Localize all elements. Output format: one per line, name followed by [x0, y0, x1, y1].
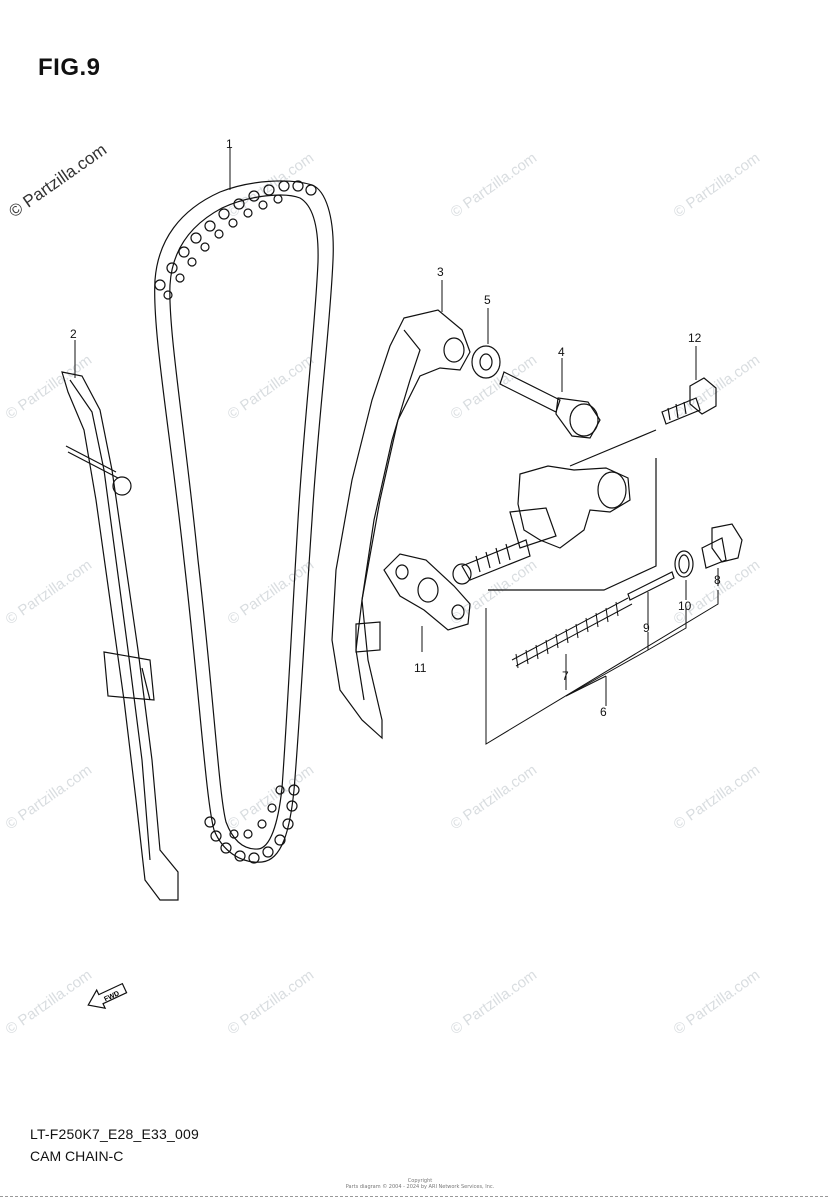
- callout-labels: 1 2 3 4 5 6 7 8 9 10 11 12: [70, 137, 721, 719]
- callout-9[interactable]: 9: [643, 621, 650, 635]
- watermark: © Partzilla.com: [225, 966, 318, 1038]
- part-washer[interactable]: [471, 345, 501, 379]
- figure-name: CAM CHAIN-C: [30, 1148, 124, 1164]
- watermark: © Partzilla.com: [225, 351, 318, 423]
- copyright-line: Parts diagram © 2004 - 2024 by ARI Netwo…: [345, 1184, 495, 1190]
- part-bolt[interactable]: [499, 371, 601, 439]
- callout-1[interactable]: 1: [226, 137, 233, 151]
- watermark: © Partzilla.com: [3, 966, 96, 1038]
- callout-8[interactable]: 8: [714, 573, 721, 587]
- watermark: © Partzilla.com: [671, 761, 764, 833]
- watermark: © Partzilla.com: [448, 351, 541, 423]
- watermark: © Partzilla.com: [3, 761, 96, 833]
- fwd-arrow-icon: FWD: [87, 982, 128, 1010]
- leader-lines: [74, 148, 719, 745]
- callout-2[interactable]: 2: [70, 327, 77, 341]
- callout-12[interactable]: 12: [688, 331, 702, 345]
- watermark-layer: © Partzilla.com © Partzilla.com © Partzi…: [3, 140, 764, 1038]
- part-tensioner-assembly[interactable]: [452, 429, 657, 591]
- chain-links-bottom: [204, 784, 300, 864]
- callout-7[interactable]: 7: [562, 669, 569, 683]
- callout-3[interactable]: 3: [437, 265, 444, 279]
- watermark: © Partzilla.com: [671, 966, 764, 1038]
- part-cap-bolt[interactable]: [701, 523, 743, 569]
- callout-4[interactable]: 4: [558, 345, 565, 359]
- figure-code: LT-F250K7_E28_E33_009: [30, 1126, 199, 1142]
- watermark: © Partzilla.com: [448, 761, 541, 833]
- watermark-main: © Partzilla.com: [5, 140, 110, 221]
- callout-11[interactable]: 11: [414, 661, 427, 675]
- watermark: © Partzilla.com: [448, 149, 541, 221]
- callout-5[interactable]: 5: [484, 293, 491, 307]
- part-tensioner-arm[interactable]: [331, 309, 471, 740]
- watermark: © Partzilla.com: [671, 556, 764, 628]
- watermark: © Partzilla.com: [225, 556, 318, 628]
- copyright-notice: Copyright Parts diagram © 2004 - 2024 by…: [330, 1178, 510, 1190]
- watermark: © Partzilla.com: [671, 351, 764, 423]
- figure-title: FIG.9: [38, 54, 101, 81]
- part-o-ring[interactable]: [674, 550, 694, 578]
- watermark: © Partzilla.com: [3, 556, 96, 628]
- callout-10[interactable]: 10: [678, 599, 692, 613]
- part-bolt-12[interactable]: [661, 377, 717, 425]
- watermark: © Partzilla.com: [3, 351, 96, 423]
- watermark: © Partzilla.com: [671, 149, 764, 221]
- watermark: © Partzilla.com: [448, 966, 541, 1038]
- bottom-divider: [0, 1196, 828, 1197]
- part-rod[interactable]: [627, 571, 675, 601]
- callout-6[interactable]: 6: [600, 705, 607, 719]
- part-gasket[interactable]: [383, 553, 471, 631]
- part-chain-guide[interactable]: [61, 371, 179, 901]
- chain-links-top: [154, 180, 317, 300]
- copyright-line: Copyright: [407, 1178, 433, 1184]
- part-spring[interactable]: [511, 597, 633, 669]
- watermark: © Partzilla.com: [225, 761, 318, 833]
- part-cam-chain[interactable]: [154, 180, 334, 864]
